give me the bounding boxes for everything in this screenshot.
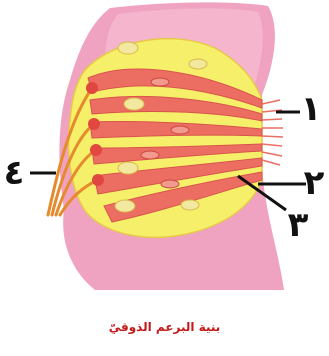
label-3: ٣ <box>288 205 309 245</box>
nucleus <box>151 78 169 86</box>
nucleus <box>189 59 207 69</box>
nerve-ending <box>86 82 98 94</box>
nucleus <box>115 200 135 212</box>
nucleus <box>181 200 199 210</box>
nucleus <box>124 98 144 110</box>
taste-hairs <box>262 100 283 165</box>
label-4: ٤ <box>4 153 25 193</box>
nerve-ending <box>92 174 104 186</box>
label-2: ٢ <box>304 163 325 203</box>
nucleus <box>171 126 189 134</box>
nerve-ending <box>90 144 102 156</box>
diagram-caption: بنية البرعم الذوقيّ <box>0 320 329 334</box>
nucleus <box>118 42 138 54</box>
nucleus <box>161 180 179 188</box>
nucleus <box>141 151 159 159</box>
nucleus <box>118 162 138 174</box>
nerve-ending <box>88 118 100 130</box>
label-1: ١ <box>301 89 322 129</box>
